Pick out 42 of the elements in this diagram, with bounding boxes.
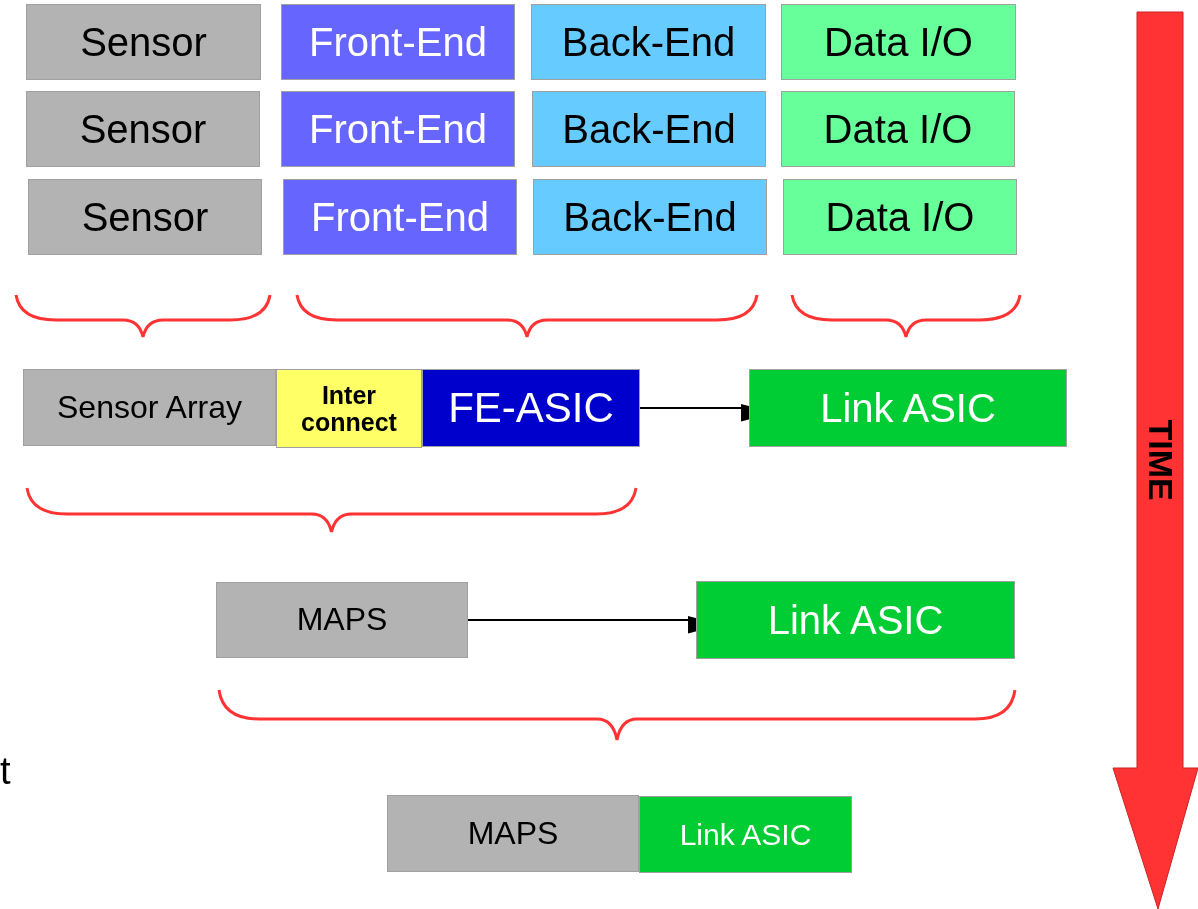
block-label: Link ASIC [679, 818, 812, 851]
block-label: Sensor [81, 196, 209, 238]
text-label: t [0, 752, 11, 790]
block-box [422, 369, 640, 447]
block-label: Back-End [562, 108, 736, 150]
block-box [281, 91, 515, 167]
block-label: Back-End [561, 21, 736, 63]
axis-label: TIME [1140, 419, 1180, 500]
block-box [216, 582, 468, 658]
block-box [749, 369, 1067, 447]
block-label: Sensor Array [57, 390, 242, 425]
block-box [639, 796, 852, 873]
block-box [696, 581, 1015, 659]
block-label: Inter connect [300, 382, 398, 435]
block-label: Data I/O [824, 21, 973, 63]
block-box [531, 4, 766, 80]
block-label: Sensor [79, 108, 207, 150]
block-box [283, 179, 517, 255]
block-box [26, 91, 260, 167]
block-box [783, 179, 1017, 255]
block-box [533, 179, 767, 255]
block-box [781, 4, 1016, 80]
block-label: MAPS [467, 816, 559, 851]
block-box [28, 179, 262, 255]
block-label: Link ASIC [820, 387, 996, 429]
block-box [276, 369, 422, 448]
block-label: Data I/O [823, 108, 973, 150]
block-label: Back-End [563, 196, 737, 238]
block-label: Link ASIC [767, 599, 944, 641]
block-box [26, 4, 261, 80]
block-label: MAPS [296, 603, 388, 637]
block-label: Front-End [311, 196, 489, 238]
block-label: Front-End [309, 21, 487, 63]
block-box [23, 369, 276, 446]
block-label: Data I/O [825, 196, 975, 238]
block-box [781, 91, 1015, 167]
block-label: Front-End [309, 108, 487, 150]
block-label: Sensor [80, 21, 207, 63]
block-box [387, 795, 639, 872]
block-box [532, 91, 766, 167]
block-box [281, 4, 515, 80]
block-label: FE-ASIC [448, 385, 614, 431]
